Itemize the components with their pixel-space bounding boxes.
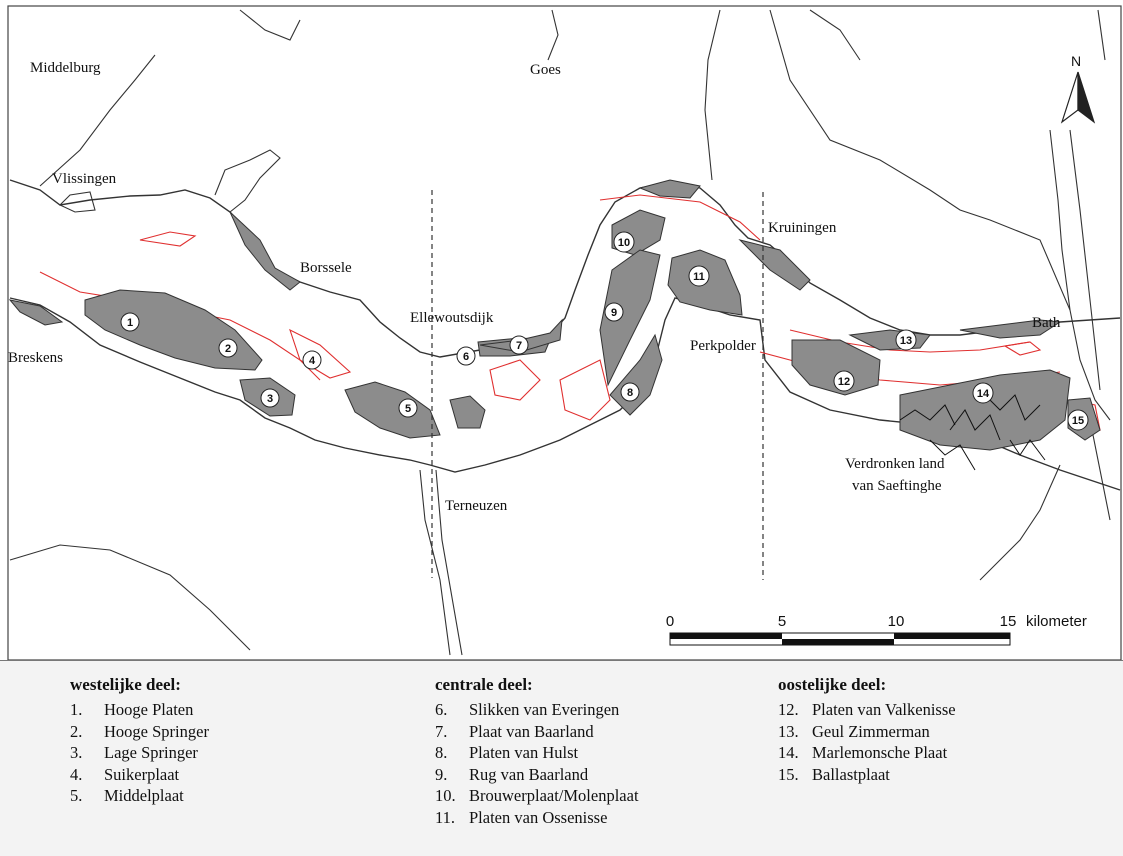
north-shoreline <box>9 179 1121 358</box>
svg-text:5: 5 <box>405 403 411 415</box>
place-goes: Goes <box>530 62 561 78</box>
scale-unit: kilometer <box>1026 613 1087 630</box>
shoal-shore-north <box>8 299 64 326</box>
badge-7: 7 <box>509 335 529 355</box>
place-breskens: Breskens <box>8 350 63 366</box>
svg-text:9: 9 <box>611 307 617 319</box>
legend-item: 3.Lage Springer <box>70 743 198 762</box>
scale-tick-0: 0 <box>666 613 674 630</box>
svg-text:14: 14 <box>977 388 990 400</box>
legend-item: 2.Hooge Springer <box>70 721 209 741</box>
legend-item: 8.Platen van Hulst <box>435 743 579 762</box>
badge-14: 14 <box>972 382 994 404</box>
badge-15: 15 <box>1067 409 1089 431</box>
badge-6: 6 <box>456 346 476 366</box>
badge-9: 9 <box>604 302 624 322</box>
svg-text:11: 11 <box>693 271 705 283</box>
place-terneuzen: Terneuzen <box>445 498 508 514</box>
place-labels: Middelburg Goes Vlissingen Borssele Bres… <box>8 60 1061 514</box>
badge-1: 1 <box>120 312 140 332</box>
svg-text:1: 1 <box>127 317 133 329</box>
legend-item: 13.Geul Zimmerman <box>778 721 930 741</box>
section-dividers <box>431 190 764 580</box>
legend-item: 1.Hooge Platen <box>70 700 194 719</box>
shoal-badges: 1 2 3 4 5 6 7 8 9 10 11 12 13 14 15 <box>120 231 1089 431</box>
legend-item: 6.Slikken van Everingen <box>435 700 620 719</box>
place-saeftinghe-1: Verdronken land <box>845 456 945 472</box>
legend-item: 7.Plaat van Baarland <box>435 721 594 741</box>
shoal-shore-east <box>638 179 701 199</box>
legend-east-list: 12.Platen van Valkenisse 13.Geul Zimmerm… <box>778 699 956 785</box>
legend-item: 12.Platen van Valkenisse <box>778 700 956 719</box>
scale-tick-10: 10 <box>888 613 905 630</box>
place-perkpolder: Perkpolder <box>690 338 756 354</box>
legend-panel: westelijke deel: 1.Hooge Platen 2.Hooge … <box>0 660 1123 856</box>
svg-text:4: 4 <box>309 355 316 367</box>
marsh-creeks <box>899 394 1046 471</box>
legend-west-list: 1.Hooge Platen 2.Hooge Springer 3.Lage S… <box>70 699 209 807</box>
badge-12: 12 <box>833 370 855 392</box>
scale-tick-15: 15 <box>1000 613 1017 630</box>
north-arrow-icon: N <box>1060 53 1096 124</box>
shoal-middelplaat <box>344 381 441 439</box>
legend-item: 14.Marlemonsche Plaat <box>778 743 948 762</box>
legend-item: 4.Suikerplaat <box>70 764 180 784</box>
legend-central: centrale deel: 6.Slikken van Everingen 7… <box>435 675 639 828</box>
badge-11: 11 <box>688 265 710 287</box>
shoal-valkenisse <box>791 339 881 396</box>
place-kruiningen: Kruiningen <box>768 220 837 236</box>
badge-13: 13 <box>895 329 917 351</box>
scale-tick-5: 5 <box>778 613 786 630</box>
legend-west-title: westelijke deel: <box>70 675 181 694</box>
legend-item: 9.Rug van Baarland <box>435 764 589 784</box>
legend-item: 15.Ballastplaat <box>778 764 890 784</box>
shoal-shore-borssele <box>229 211 301 291</box>
place-saeftinghe-2: van Saeftinghe <box>852 478 942 494</box>
shoal-shore-bath <box>959 319 1062 339</box>
south-shoreline <box>9 297 1121 491</box>
badge-3: 3 <box>260 388 280 408</box>
place-bath: Bath <box>1032 315 1061 331</box>
svg-text:15: 15 <box>1072 415 1084 427</box>
legend-west: westelijke deel: 1.Hooge Platen 2.Hooge … <box>70 675 209 807</box>
badge-8: 8 <box>620 382 640 402</box>
shoals <box>8 179 1101 451</box>
badge-5: 5 <box>398 398 418 418</box>
shoal-hooge-platen <box>84 289 263 371</box>
scale-bar: 0 5 10 15 kilometer <box>666 613 1087 646</box>
svg-text:7: 7 <box>516 340 522 352</box>
badge-4: 4 <box>302 350 322 370</box>
shoal-small-a <box>449 395 486 429</box>
legend-item: 11.Platen van Ossenisse <box>435 807 608 827</box>
shoal-saeftinghe <box>899 369 1071 451</box>
place-middelburg: Middelburg <box>30 60 101 76</box>
legend-item: 5.Middelplaat <box>70 786 184 805</box>
svg-text:8: 8 <box>627 387 633 399</box>
shoal-shore-hansweert <box>738 239 811 291</box>
harbour-outlines <box>59 149 281 213</box>
legend-east-title: oostelijke deel: <box>778 675 887 694</box>
svg-text:10: 10 <box>618 237 630 249</box>
place-vlissingen: Vlissingen <box>52 171 117 187</box>
svg-text:6: 6 <box>463 351 469 363</box>
badge-10: 10 <box>613 231 635 253</box>
badge-2: 2 <box>218 338 238 358</box>
place-ellewoutsdijk: Ellewoutsdijk <box>410 310 494 326</box>
svg-text:13: 13 <box>900 335 912 347</box>
north-label: N <box>1071 53 1081 69</box>
svg-text:12: 12 <box>838 376 850 388</box>
svg-text:2: 2 <box>225 343 231 355</box>
legend-east: oostelijke deel: 12.Platen van Valkeniss… <box>778 675 956 785</box>
legend-item: 10.Brouwerplaat/Molenplaat <box>435 786 639 805</box>
legend-central-title: centrale deel: <box>435 675 533 694</box>
place-borssele: Borssele <box>300 260 352 276</box>
legend-central-list: 6.Slikken van Everingen 7.Plaat van Baar… <box>435 699 639 828</box>
shoal-rug-baarland <box>599 249 661 387</box>
svg-text:3: 3 <box>267 393 273 405</box>
